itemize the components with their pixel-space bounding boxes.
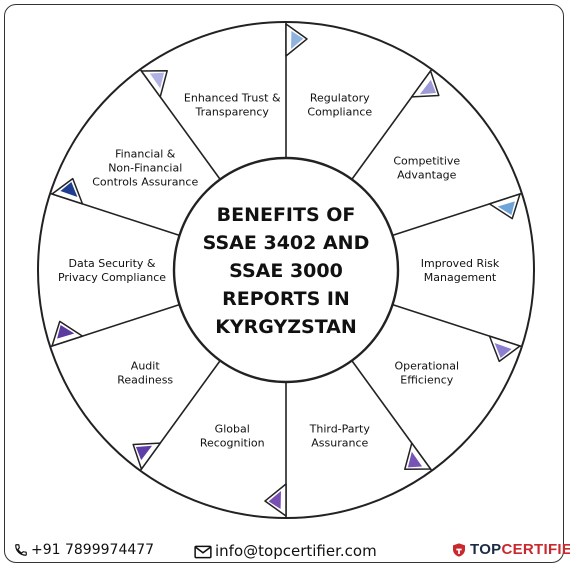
- brand-logo: TOPCERTIFIER: [451, 541, 570, 558]
- segment-label-line: Efficiency: [400, 373, 453, 386]
- segment-label-line: Operational: [394, 359, 459, 372]
- segment-label-line: Enhanced Trust &: [184, 92, 281, 105]
- segment-label-line: Data Security &: [68, 257, 155, 270]
- center-title-line: REPORTS IN: [222, 288, 350, 310]
- segment-label-line: Regulatory: [310, 92, 370, 105]
- segment-label: Enhanced Trust &Transparency: [184, 92, 281, 119]
- segment-label-line: Management: [424, 271, 497, 284]
- phone-icon: [15, 544, 27, 556]
- segment-label-line: Audit: [131, 359, 161, 372]
- segment-label-line: Non-Financial: [108, 162, 182, 175]
- segment-label-line: Assurance: [311, 436, 368, 449]
- center-title-line: SSAE 3402 AND: [203, 232, 370, 254]
- segment-marker-icon: [411, 70, 440, 98]
- segment-label-line: Financial &: [115, 148, 176, 161]
- segment-marker-icon: [140, 69, 168, 98]
- segment-label-line: Compliance: [307, 106, 372, 119]
- segment-label-line: Advantage: [397, 169, 457, 182]
- segment-label-line: Third-Party: [309, 422, 371, 435]
- email-contact[interactable]: info@topcertifier.com: [194, 542, 377, 560]
- phone-number: +91 7899974477: [31, 542, 155, 558]
- shield-logo-icon: [453, 543, 465, 557]
- segment-marker-icon: [132, 442, 161, 470]
- footer: +91 7899974477 info@topcertifier.com TOP…: [0, 540, 570, 568]
- segment-label-line: Controls Assurance: [92, 176, 198, 189]
- segment-marker-icon: [488, 193, 521, 220]
- segment-label-line: Privacy Compliance: [58, 271, 166, 284]
- segment-marker-icon: [51, 320, 84, 347]
- segment-marker-icon: [488, 335, 521, 363]
- segment-label-line: Improved Risk: [421, 257, 500, 270]
- brand-name-part2: CERTIFIER: [501, 541, 570, 558]
- segment-marker-icon: [404, 442, 432, 471]
- segment-label-line: Global: [215, 422, 250, 435]
- center-title-line: KYRGYZSTAN: [215, 316, 357, 338]
- segment-label-line: Recognition: [200, 436, 265, 449]
- segment-label: Data Security &Privacy Compliance: [58, 257, 166, 284]
- segment-markers: [51, 23, 521, 517]
- phone-contact[interactable]: +91 7899974477: [14, 542, 154, 558]
- outer-circle: [37, 21, 535, 519]
- center-title-line: BENEFITS OF: [217, 204, 356, 226]
- segment-label-line: Competitive: [393, 155, 460, 168]
- envelope-icon: [194, 545, 212, 558]
- center-circle: [172, 156, 400, 384]
- email-address: info@topcertifier.com: [215, 542, 377, 560]
- segment-label-line: Readiness: [117, 373, 173, 386]
- center-title-line: SSAE 3000: [229, 260, 343, 282]
- segment-marker-icon: [264, 483, 287, 517]
- brand-name-part1: TOP: [470, 541, 502, 558]
- segment-marker-icon: [285, 23, 308, 57]
- segment-label-line: Transparency: [195, 106, 270, 119]
- segment-marker-icon: [51, 177, 84, 205]
